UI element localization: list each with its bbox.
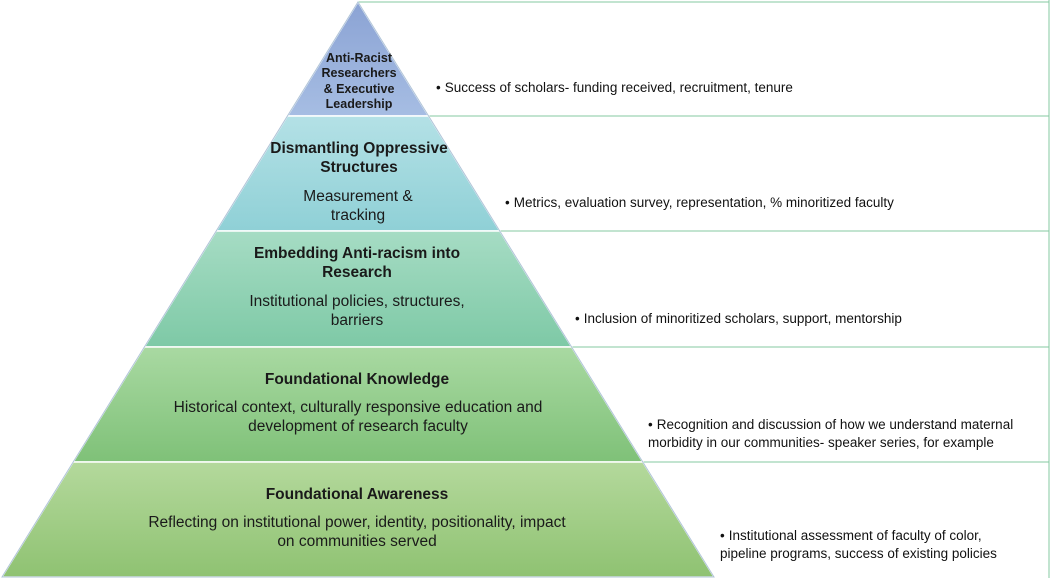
pyramid-outline [1, 1, 715, 578]
note-text: Recognition and discussion of how we und… [648, 417, 1014, 451]
bullet-icon: • [575, 311, 580, 326]
level-top-title: Anti-Racist Researchers & Executive Lead… [321, 51, 397, 111]
level-top-note: •Success of scholars- funding received, … [436, 79, 856, 97]
level-awareness-title: Foundational Awareness [265, 486, 449, 503]
level-knowledge-title: Foundational Knowledge [264, 371, 450, 388]
bullet-icon: • [648, 417, 653, 432]
note-text: Success of scholars- funding received, r… [444, 80, 793, 95]
level-awareness-subtitle: Reflecting on institutional power, ident… [148, 514, 566, 550]
note-text: Inclusion of minoritized scholars, suppo… [583, 311, 902, 326]
level-embedding-subtitle: Institutional policies, structures, barr… [249, 293, 465, 329]
level-embedding-note: •Inclusion of minoritized scholars, supp… [575, 310, 1035, 328]
bullet-icon: • [436, 80, 441, 95]
note-text: Institutional assessment of faculty of c… [720, 528, 997, 562]
level-knowledge-note: •Recognition and discussion of how we un… [648, 416, 1040, 452]
pyramid-tiers [0, 0, 716, 578]
note-text: Metrics, evaluation survey, representati… [513, 195, 894, 210]
level-awareness-note: •Institutional assessment of faculty of … [720, 527, 1030, 563]
level-knowledge-subtitle: Historical context, culturally responsiv… [173, 399, 543, 435]
level-dismantling-title: Dismantling Oppressive Structures [270, 140, 448, 176]
level-embedding-title: Embedding Anti-racism into Research [253, 245, 461, 281]
level-dismantling-note: •Metrics, evaluation survey, representat… [505, 194, 1025, 212]
connector-lines [358, 0, 1050, 578]
bullet-icon: • [720, 528, 725, 543]
level-dismantling-subtitle: Measurement & tracking [303, 188, 413, 224]
bullet-icon: • [505, 195, 510, 210]
